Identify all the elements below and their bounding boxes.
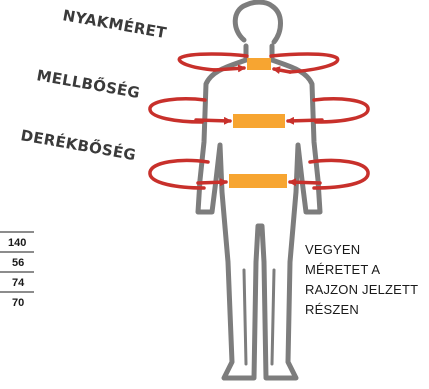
neck-label: NYAKMÉRET [61,5,168,42]
instruction-line-1: VEGYEN [305,242,360,257]
instruction-line-3: RAJZON JELZETT [305,282,418,297]
instruction-line-4: RÉSZEN [305,302,359,317]
waist-band [229,174,287,188]
table-value-3: 74 [12,277,25,289]
table-value-2: 56 [12,257,24,269]
leg-gap-outline [244,270,274,364]
head-outline [235,2,280,42]
table-value-1: 140 [8,237,26,249]
table-value-4: 70 [12,297,24,309]
size-table-fragment: 140 56 74 70 [0,232,34,309]
chest-band [233,114,285,128]
chest-label: MELLBŐSÉG [35,64,141,102]
neck-band [247,58,271,70]
waist-label: DERÉKBŐSÉG [19,124,137,164]
torso-legs-outline [198,46,320,378]
instruction-text: VEGYEN MÉRETET A RAJZON JELZETT RÉSZEN [305,242,418,317]
instruction-line-2: MÉRETET A [305,262,380,277]
